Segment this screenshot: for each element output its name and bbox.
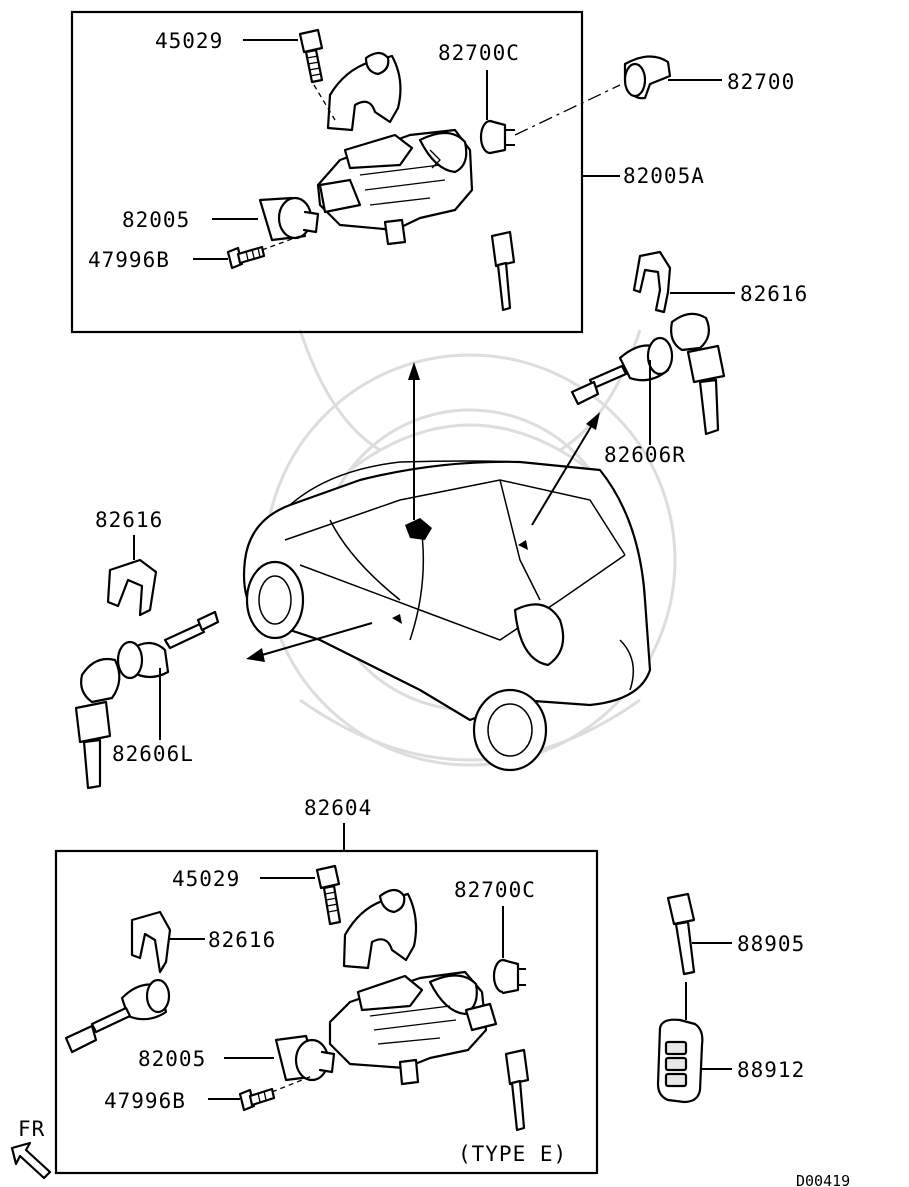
lock-cylinder-82005-bottom: [274, 1034, 336, 1082]
top-assembly-box: [70, 10, 584, 334]
screw-47996b-bottom: [238, 1075, 313, 1112]
cover-82700c-bottom: [492, 958, 526, 995]
label-82616-bottom: 82616: [208, 928, 276, 952]
key-88905: [666, 892, 696, 976]
vehicle-outline: [242, 460, 652, 772]
label-82700c-top: 82700C: [438, 41, 520, 65]
door-lock-cylinder-left: [116, 610, 220, 680]
label-82616-left: 82616: [95, 508, 163, 532]
ring-82700: [623, 55, 672, 100]
retainer-clip-left: [106, 558, 158, 617]
label-82005-bottom: 82005: [138, 1047, 206, 1071]
arrow-to-right-door: [531, 412, 600, 526]
front-arrow-icon: [10, 1141, 52, 1180]
label-82005a: 82005A: [623, 164, 705, 188]
label-45029-bottom: 45029: [172, 867, 240, 891]
retainer-clip-bottom: [130, 910, 172, 974]
screw-47996b: [226, 235, 301, 270]
steering-lock-bracket: [326, 54, 402, 132]
door-key-right: [670, 312, 726, 436]
arrow-to-ignition: [408, 362, 420, 520]
label-88905: 88905: [737, 932, 805, 956]
diagram-code: D00419: [796, 1172, 850, 1187]
steering-lock-housing-bottom: [328, 970, 498, 1086]
remote-key-88912: [656, 1018, 704, 1104]
cover-82700c: [479, 119, 515, 155]
arrow-to-left-door: [246, 622, 373, 662]
label-45029-top: 45029: [155, 29, 223, 53]
label-82005-top: 82005: [122, 208, 190, 232]
label-82606l: 82606L: [112, 742, 194, 766]
bottom-assembly-box: [54, 849, 599, 1175]
door-lock-cylinder-bottom: [64, 978, 171, 1054]
label-82700: 82700: [727, 70, 795, 94]
door-key-left: [74, 657, 121, 790]
steering-lock-housing: [316, 128, 474, 246]
door-lock-cylinder-right: [570, 336, 674, 406]
bolt-45029-bottom: [315, 864, 342, 926]
retainer-clip-right: [632, 250, 672, 314]
ignition-key-top: [490, 230, 516, 312]
label-82604: 82604: [304, 796, 372, 820]
label-82700c-bottom: 82700C: [454, 878, 536, 902]
ignition-key-bottom: [504, 1048, 530, 1132]
label-82606r: 82606R: [604, 443, 686, 467]
label-47996b-top: 47996B: [88, 248, 170, 272]
label-82616-right: 82616: [740, 282, 808, 306]
front-marker-label: FR: [18, 1117, 45, 1141]
type-note: (TYPE E): [458, 1142, 567, 1166]
label-47996b-bottom: 47996B: [104, 1089, 186, 1113]
bolt-45029: [298, 28, 324, 84]
steering-lock-bracket-bottom: [342, 892, 418, 970]
label-88912: 88912: [737, 1058, 805, 1082]
lock-cylinder-82005: [258, 196, 320, 242]
